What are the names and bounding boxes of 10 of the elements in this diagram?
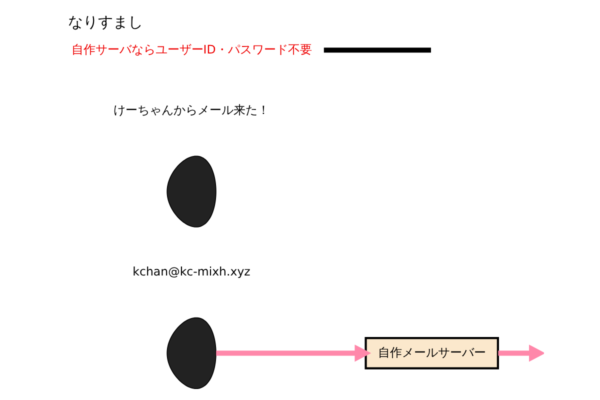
arrow [498, 344, 544, 362]
node-label: けーちゃんからメール来た！ [114, 102, 270, 117]
node-person [166, 317, 216, 390]
node-label: kchan@kc-mixh.xyz [132, 264, 250, 278]
arrow [216, 344, 372, 362]
diagram-title: なりすまし [68, 12, 144, 31]
connector [324, 48, 431, 53]
node-text: 自作サーバならユーザーID・パスワード不要 [71, 42, 312, 56]
node-box: 自作メールサーバー [364, 336, 499, 370]
node-person [166, 156, 216, 228]
